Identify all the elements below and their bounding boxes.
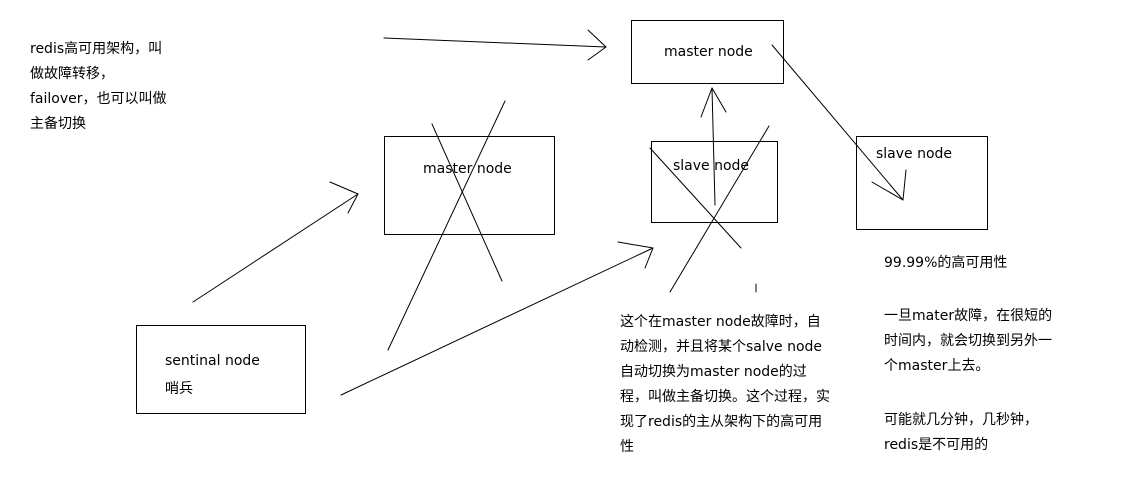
note-process-line: 动检测，并且将某个salve node: [620, 339, 823, 355]
arrow-slave-to-top-master: [711, 87, 716, 206]
note-process: 这个在master node故障时，自 动检测，并且将某个salve node …: [620, 310, 830, 460]
note-intro-line: redis高可用架构，叫: [30, 41, 163, 57]
cross-slave-stroke-2: [669, 125, 770, 293]
note-process-line: 自动切换为master node的过: [620, 364, 807, 380]
note-process-line: 现了redis的主从架构下的高可用: [620, 414, 823, 430]
sentinel-node-label: sentinal node: [165, 353, 260, 369]
note-downtime: 可能就几分钟，几秒钟， redis是不可用的: [884, 408, 1038, 458]
arrow-to-top-master-head: [587, 29, 607, 61]
sentinel-node-box: [136, 325, 306, 414]
slave-node-center-label: slave node: [673, 158, 750, 174]
note-intro-line: 主备切换: [30, 116, 86, 132]
note-availability: 99.99%的高可用性: [884, 255, 1008, 271]
arrow-sentinel-to-mid-master-head: [329, 181, 359, 214]
sentinel-node-sublabel: 哨兵: [165, 381, 193, 397]
cross-mid-master-stroke-1: [387, 100, 506, 351]
slave-node-right-box: [856, 136, 988, 230]
cross-mid-master-stroke-2: [431, 123, 503, 282]
note-intro-line: 做故障转移，: [30, 66, 114, 82]
top-master-node-label: master node: [664, 44, 753, 60]
note-downtime-line: 可能就几分钟，几秒钟，: [884, 412, 1038, 428]
note-failure: 一旦mater故障，在很短的 时间内，就会切换到另外一 个master上去。: [884, 304, 1052, 379]
slave-node-center-box: [651, 141, 778, 223]
cross-slave-stroke-1: [649, 147, 742, 249]
arrow-sentinel-to-slave-head: [617, 241, 654, 269]
arrow-top-master-to-right-slave-head: [871, 169, 907, 201]
arrow-top-master-to-right-slave: [771, 44, 904, 201]
note-failure-line: 时间内，就会切换到另外一: [884, 333, 1052, 349]
arrow-to-top-master: [383, 37, 607, 48]
arrow-slave-to-top-master-head: [700, 87, 727, 118]
note-failure-line: 一旦mater故障，在很短的: [884, 308, 1053, 324]
note-intro-line: failover，也可以叫做: [30, 91, 167, 107]
arrow-sentinel-to-slave: [340, 247, 654, 396]
top-master-node-box: [631, 20, 784, 84]
note-failure-line: 个master上去。: [884, 358, 990, 374]
mid-master-node-box: [384, 136, 555, 235]
note-downtime-line: redis是不可用的: [884, 437, 989, 453]
note-process-line: 程，叫做主备切换。这个过程，实: [620, 389, 830, 405]
note-process-line: 这个在master node故障时，自: [620, 314, 821, 330]
arrow-sentinel-to-mid-master: [192, 193, 359, 303]
slave-node-right-label: slave node: [876, 146, 953, 162]
note-intro: redis高可用架构，叫 做故障转移， failover，也可以叫做 主备切换: [30, 37, 167, 137]
note-process-line: 性: [620, 439, 634, 455]
mid-master-node-label: master node: [423, 161, 512, 177]
